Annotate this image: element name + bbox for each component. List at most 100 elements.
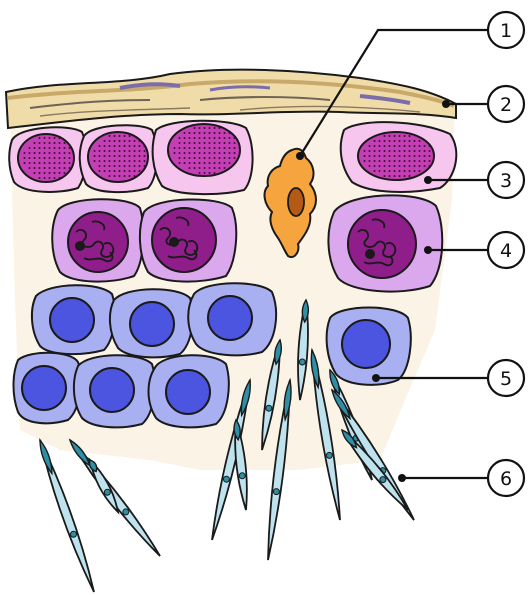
stipple-dot [179, 137, 181, 139]
stipple-dot [199, 142, 201, 144]
stipple-dot [189, 137, 191, 139]
stipple-dot [184, 147, 186, 149]
layer6-spindle-nucleus [104, 489, 110, 495]
stipple-dot [389, 135, 391, 137]
stipple-dot [384, 170, 386, 172]
stipple-dot [134, 160, 136, 162]
stipple-dot [189, 162, 191, 164]
layer6-spindle-nucleus [123, 509, 129, 515]
stipple-dot [379, 170, 381, 172]
stipple-dot [114, 150, 116, 152]
stipple-dot [29, 157, 31, 159]
stipple-dot [39, 147, 41, 149]
stipple-dot [424, 145, 426, 147]
stipple-dot [189, 142, 191, 144]
stipple-dot [404, 150, 406, 152]
stipple-dot [104, 165, 106, 167]
layer5-cell [14, 353, 81, 424]
stipple-dot [379, 160, 381, 162]
stipple-dot [174, 147, 176, 149]
stipple-dot [399, 155, 401, 157]
stipple-dot [199, 157, 201, 159]
stipple-dot [54, 142, 56, 144]
stipple-dot [204, 142, 206, 144]
layer3-cell [153, 121, 253, 194]
stipple-dot [194, 137, 196, 139]
stipple-dot [49, 157, 51, 159]
stipple-dot [24, 152, 26, 154]
stipple-dot [394, 140, 396, 142]
stipple-dot [114, 175, 116, 177]
stipple-dot [209, 157, 211, 159]
stipple-dot [429, 155, 431, 157]
stipple-dot [44, 162, 46, 164]
stipple-dot [384, 155, 386, 157]
stipple-dot [419, 160, 421, 162]
stipple-dot [374, 165, 376, 167]
stipple-dot [204, 157, 206, 159]
stipple-dot [64, 162, 66, 164]
stipple-dot [114, 135, 116, 137]
stipple-dot [99, 150, 101, 152]
stipple-dot [389, 160, 391, 162]
stipple-dot [429, 145, 431, 147]
stipple-dot [234, 137, 236, 139]
stipple-dot [414, 140, 416, 142]
stipple-dot [29, 152, 31, 154]
stipple-dot [174, 152, 176, 154]
stipple-dot [414, 160, 416, 162]
stipple-dot [219, 142, 221, 144]
stipple-dot [394, 155, 396, 157]
stipple-dot [214, 167, 216, 169]
stipple-dot [419, 145, 421, 147]
stipple-dot [209, 142, 211, 144]
stipple-dot [204, 167, 206, 169]
stipple-dot [139, 170, 141, 172]
stipple-dot [364, 155, 366, 157]
stipple-dot [34, 162, 36, 164]
stipple-dot [204, 147, 206, 149]
stipple-dot [199, 167, 201, 169]
layer3-cell [9, 127, 86, 192]
stipple-dot [49, 152, 51, 154]
stipple-dot [199, 172, 201, 174]
stipple-dot [399, 150, 401, 152]
stipple-dot [59, 177, 61, 179]
stipple-dot [134, 140, 136, 142]
stipple-dot [219, 152, 221, 154]
layer6-spindle-nucleus [70, 531, 76, 537]
stipple-dot [394, 145, 396, 147]
stipple-dot [429, 150, 431, 152]
stipple-dot [374, 150, 376, 152]
stipple-dot [109, 150, 111, 152]
stipple-dot [184, 137, 186, 139]
stipple-dot [59, 167, 61, 169]
stipple-dot [59, 172, 61, 174]
stipple-dot [124, 175, 126, 177]
stipple-dot [114, 140, 116, 142]
stipple-dot [384, 165, 386, 167]
stipple-dot [409, 165, 411, 167]
stipple-dot [104, 160, 106, 162]
stipple-dot [119, 140, 121, 142]
stipple-dot [199, 127, 201, 129]
stipple-dot [179, 142, 181, 144]
stipple-dot [129, 135, 131, 137]
stipple-dot [374, 155, 376, 157]
stipple-dot [214, 137, 216, 139]
stipple-dot [54, 172, 56, 174]
stipple-dot [394, 170, 396, 172]
stipple-dot [49, 142, 51, 144]
stipple-dot [234, 147, 236, 149]
stipple-dot [234, 142, 236, 144]
stipple-dot [214, 162, 216, 164]
stipple-dot [209, 137, 211, 139]
callout-4-dot [424, 246, 432, 254]
stipple-dot [129, 145, 131, 147]
stipple-dot [124, 155, 126, 157]
callout-2-label: 2 [500, 94, 512, 116]
layer6-spindle-nucleus [266, 405, 272, 411]
stipple-dot [54, 137, 56, 139]
stipple-dot [94, 155, 96, 157]
